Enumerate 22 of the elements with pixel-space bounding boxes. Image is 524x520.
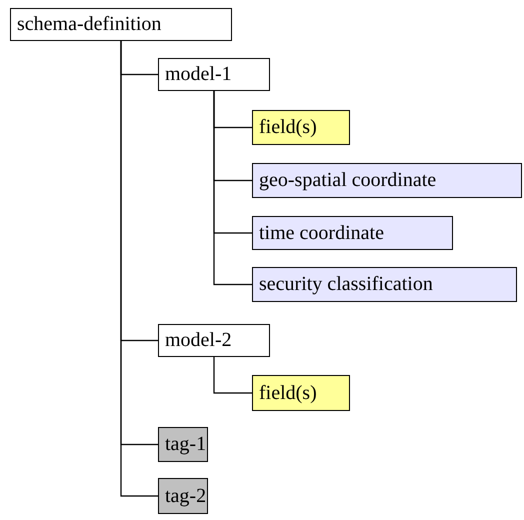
node-label: field(s) bbox=[259, 116, 317, 139]
tree-node-box bbox=[158, 427, 208, 462]
tree-node-box bbox=[158, 478, 208, 514]
tree-node-box bbox=[252, 110, 350, 145]
node-label: model-2 bbox=[165, 329, 232, 352]
tree-node-box bbox=[252, 163, 522, 198]
node-label: time coordinate bbox=[259, 222, 384, 244]
node-label: field(s) bbox=[259, 382, 317, 404]
node-label: tag-2 bbox=[165, 484, 206, 508]
node-label: schema-definition bbox=[17, 13, 162, 36]
node-label: model-1 bbox=[165, 63, 232, 86]
tree-node-box bbox=[252, 267, 517, 302]
node-label: security classification bbox=[259, 273, 433, 296]
node-label: geo-spatial coordinate bbox=[259, 169, 436, 192]
tree-node-box bbox=[158, 58, 270, 91]
tree-node-box bbox=[10, 8, 232, 41]
connector-line bbox=[213, 357, 252, 394]
tree-node-box bbox=[252, 375, 350, 411]
tree-node-box bbox=[158, 324, 270, 357]
connector-line bbox=[213, 91, 252, 286]
tree-node-box bbox=[252, 216, 453, 250]
node-label: tag-1 bbox=[165, 433, 206, 456]
